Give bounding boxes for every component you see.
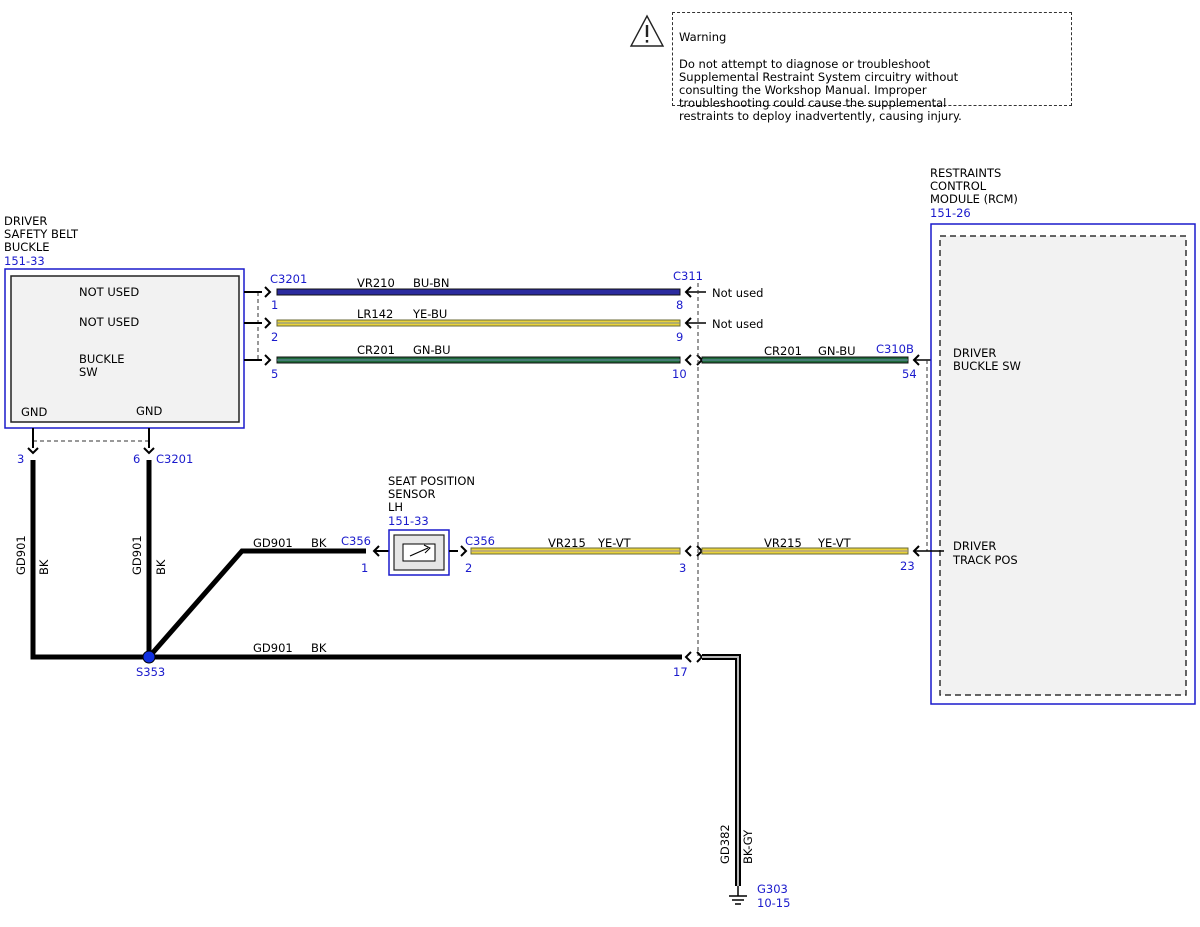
buckle-pin-not-used-2: NOT USED [79, 315, 139, 329]
wire-gd901-sensor-circuit: GD901 [253, 536, 293, 550]
pin-c356-2: 2 [465, 561, 472, 575]
c3201-label: C3201 [270, 272, 307, 286]
buckle-pin-not-used-1: NOT USED [79, 285, 139, 299]
buckle-body [10, 275, 240, 423]
wire-cr201-b-circuit: CR201 [764, 344, 802, 358]
wire-lr142-circuit: LR142 [357, 307, 393, 321]
wire-vr210-color: BU-BN [413, 276, 450, 290]
wire-gd901-v1-circuit: GD901 [14, 535, 28, 575]
pin-c311-8: 8 [676, 298, 683, 312]
wire-gd901-main-circuit: GD901 [253, 641, 293, 655]
buckle-title-3: BUCKLE [4, 240, 50, 254]
seat-sensor-component: SEAT POSITION SENSOR LH 151-33 [388, 474, 475, 576]
wire-gd901-sensor-color: BK [311, 536, 327, 550]
wire-lr142 [244, 317, 706, 329]
warning-box: Warning Do not attempt to diagnose or tr… [629, 12, 1072, 123]
warning-text: Do not attempt to diagnose or troublesho… [679, 56, 962, 124]
rcm-title-1: RESTRAINTS [930, 166, 1001, 180]
wire-gd382-color: BK-GY [741, 829, 755, 864]
seat-sensor-title-1: SEAT POSITION [388, 474, 475, 488]
wire-cr201-a [244, 354, 692, 366]
c3201-bracket [257, 292, 262, 361]
seat-sensor-title-2: SENSOR [388, 487, 436, 501]
wire-gd901-main [149, 651, 692, 663]
wire-gd382 [696, 651, 741, 886]
wire-vr215-a-color: YE-VT [597, 536, 632, 550]
pin-c3201-2: 2 [271, 330, 278, 344]
sensor-switch-icon [402, 543, 436, 562]
pin-c311-3: 3 [679, 561, 686, 575]
pin-c3201-6: 6 [133, 452, 140, 466]
wire-gd901-v1 [27, 428, 149, 660]
buckle-title-2: SAFETY BELT [4, 227, 79, 241]
pin-c311-17: 17 [673, 665, 688, 679]
splice-s353 [142, 650, 156, 664]
buckle-gnd-right: GND [136, 404, 163, 418]
buckle-pin-buckle-2: SW [79, 365, 98, 379]
seat-sensor-title-3: LH [388, 500, 403, 514]
wire-cr201-b [696, 354, 944, 366]
ground-g303-label: G303 [757, 882, 788, 896]
wire-vr210 [244, 286, 706, 298]
seat-sensor-ref: 151-33 [388, 514, 429, 528]
wire-gd382-circuit: GD382 [718, 824, 732, 864]
pin-c3201-5: 5 [271, 367, 278, 381]
note-not-used-1: Not used [712, 286, 763, 300]
ground-icon [729, 886, 747, 905]
wire-cr201-a-color: GN-BU [413, 343, 451, 357]
rcm-title-2: CONTROL [930, 179, 987, 193]
rcm-component: RESTRAINTS CONTROL MODULE (RCM) 151-26 D… [930, 166, 1196, 705]
pin-c310b-54: 54 [902, 367, 917, 381]
pin-c311-10: 10 [672, 367, 687, 381]
wire-gd901-sensor [147, 545, 390, 659]
wire-vr210-circuit: VR210 [357, 276, 395, 290]
rcm-body [939, 235, 1187, 696]
rcm-pin-track-1: DRIVER [953, 539, 996, 553]
buckle-pin-buckle-1: BUCKLE [79, 352, 125, 366]
wire-gd901-main-color: BK [311, 641, 327, 655]
rcm-pin-track-2: TRACK POS [952, 553, 1018, 567]
wire-vr215-b-circuit: VR215 [764, 536, 802, 550]
pin-c310b-23: 23 [900, 559, 915, 573]
note-not-used-2: Not used [712, 317, 763, 331]
rcm-pin-buckle-2: BUCKLE SW [953, 359, 1021, 373]
rcm-title-3: MODULE (RCM) [930, 192, 1018, 206]
wire-gd901-v2-color: BK [154, 559, 168, 575]
c310b-label: C310B [876, 342, 914, 356]
splice-s353-label: S353 [136, 665, 165, 679]
wire-cr201-a-circuit: CR201 [357, 343, 395, 357]
warning-title: Warning [679, 30, 727, 45]
pin-c356-1: 1 [361, 561, 368, 575]
warning-triangle-icon [629, 14, 665, 47]
wire-cr201-b-color: GN-BU [818, 344, 856, 358]
rcm-pin-buckle-1: DRIVER [953, 346, 996, 360]
wire-gd901-v1-color: BK [37, 559, 51, 575]
pin-c311-9: 9 [676, 330, 683, 344]
buckle-title-1: DRIVER [4, 214, 47, 228]
wire-vr215-a [449, 545, 692, 557]
rcm-ref: 151-26 [930, 206, 971, 220]
buckle-ref: 151-33 [4, 254, 45, 268]
c311-label: C311 [673, 269, 703, 283]
c356-label-left: C356 [341, 534, 371, 548]
buckle-gnd-left: GND [21, 405, 48, 419]
wire-lr142-color: YE-BU [412, 307, 447, 321]
ground-g303-ref: 10-15 [757, 896, 790, 910]
c3201-gnd-label: C3201 [156, 452, 193, 466]
buckle-component: DRIVER SAFETY BELT BUCKLE 151-33 NOT USE… [4, 214, 245, 429]
wire-vr215-b-color: YE-VT [817, 536, 852, 550]
wire-gd901-v2-circuit: GD901 [130, 535, 144, 575]
c356-label-right: C356 [465, 534, 495, 548]
wire-vr215-b [696, 545, 944, 557]
wire-gd901-v2 [143, 428, 155, 657]
pin-c3201-3: 3 [17, 452, 24, 466]
wire-vr215-a-circuit: VR215 [548, 536, 586, 550]
pin-c3201-1: 1 [271, 298, 278, 312]
